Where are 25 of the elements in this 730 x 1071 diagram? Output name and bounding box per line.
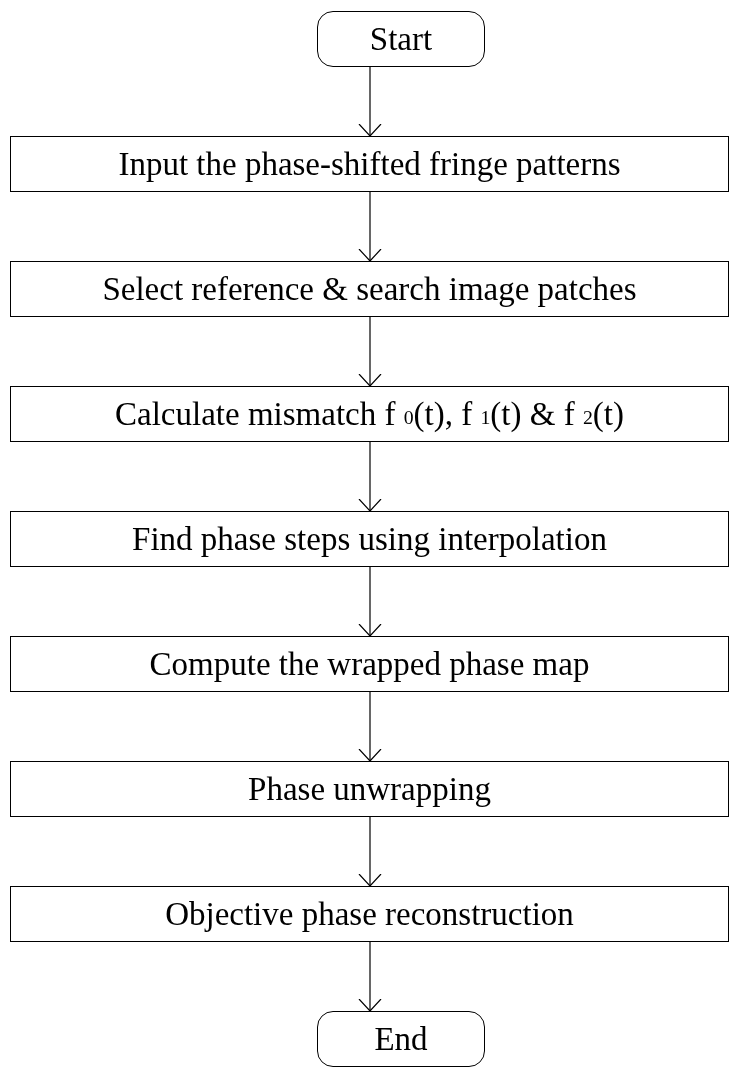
node-label: Phase unwrapping (248, 770, 491, 808)
node-label: Compute the wrapped phase map (149, 645, 590, 683)
process-box (10, 261, 729, 317)
process-box (10, 511, 729, 567)
node-label: Find phase steps using interpolation (132, 520, 607, 558)
arrow (358, 691, 382, 762)
process-box (10, 636, 729, 692)
terminal-box (317, 1011, 485, 1067)
arrow (358, 441, 382, 512)
node-label: Input the phase-shifted fringe patterns (118, 145, 621, 183)
arrow (358, 316, 382, 387)
arrow (358, 566, 382, 637)
node-label: End (374, 1020, 428, 1058)
arrow (358, 191, 382, 262)
arrow (358, 816, 382, 887)
node-label: Select reference & search image patches (102, 270, 637, 308)
process-box (10, 886, 729, 942)
process-box (10, 386, 729, 442)
terminal-box (317, 11, 485, 67)
node-label: Start (369, 20, 433, 58)
arrow (358, 941, 382, 1012)
process-box (10, 761, 729, 817)
node-label: Objective phase reconstruction (165, 895, 574, 933)
process-box (10, 136, 729, 192)
arrow (358, 66, 382, 137)
